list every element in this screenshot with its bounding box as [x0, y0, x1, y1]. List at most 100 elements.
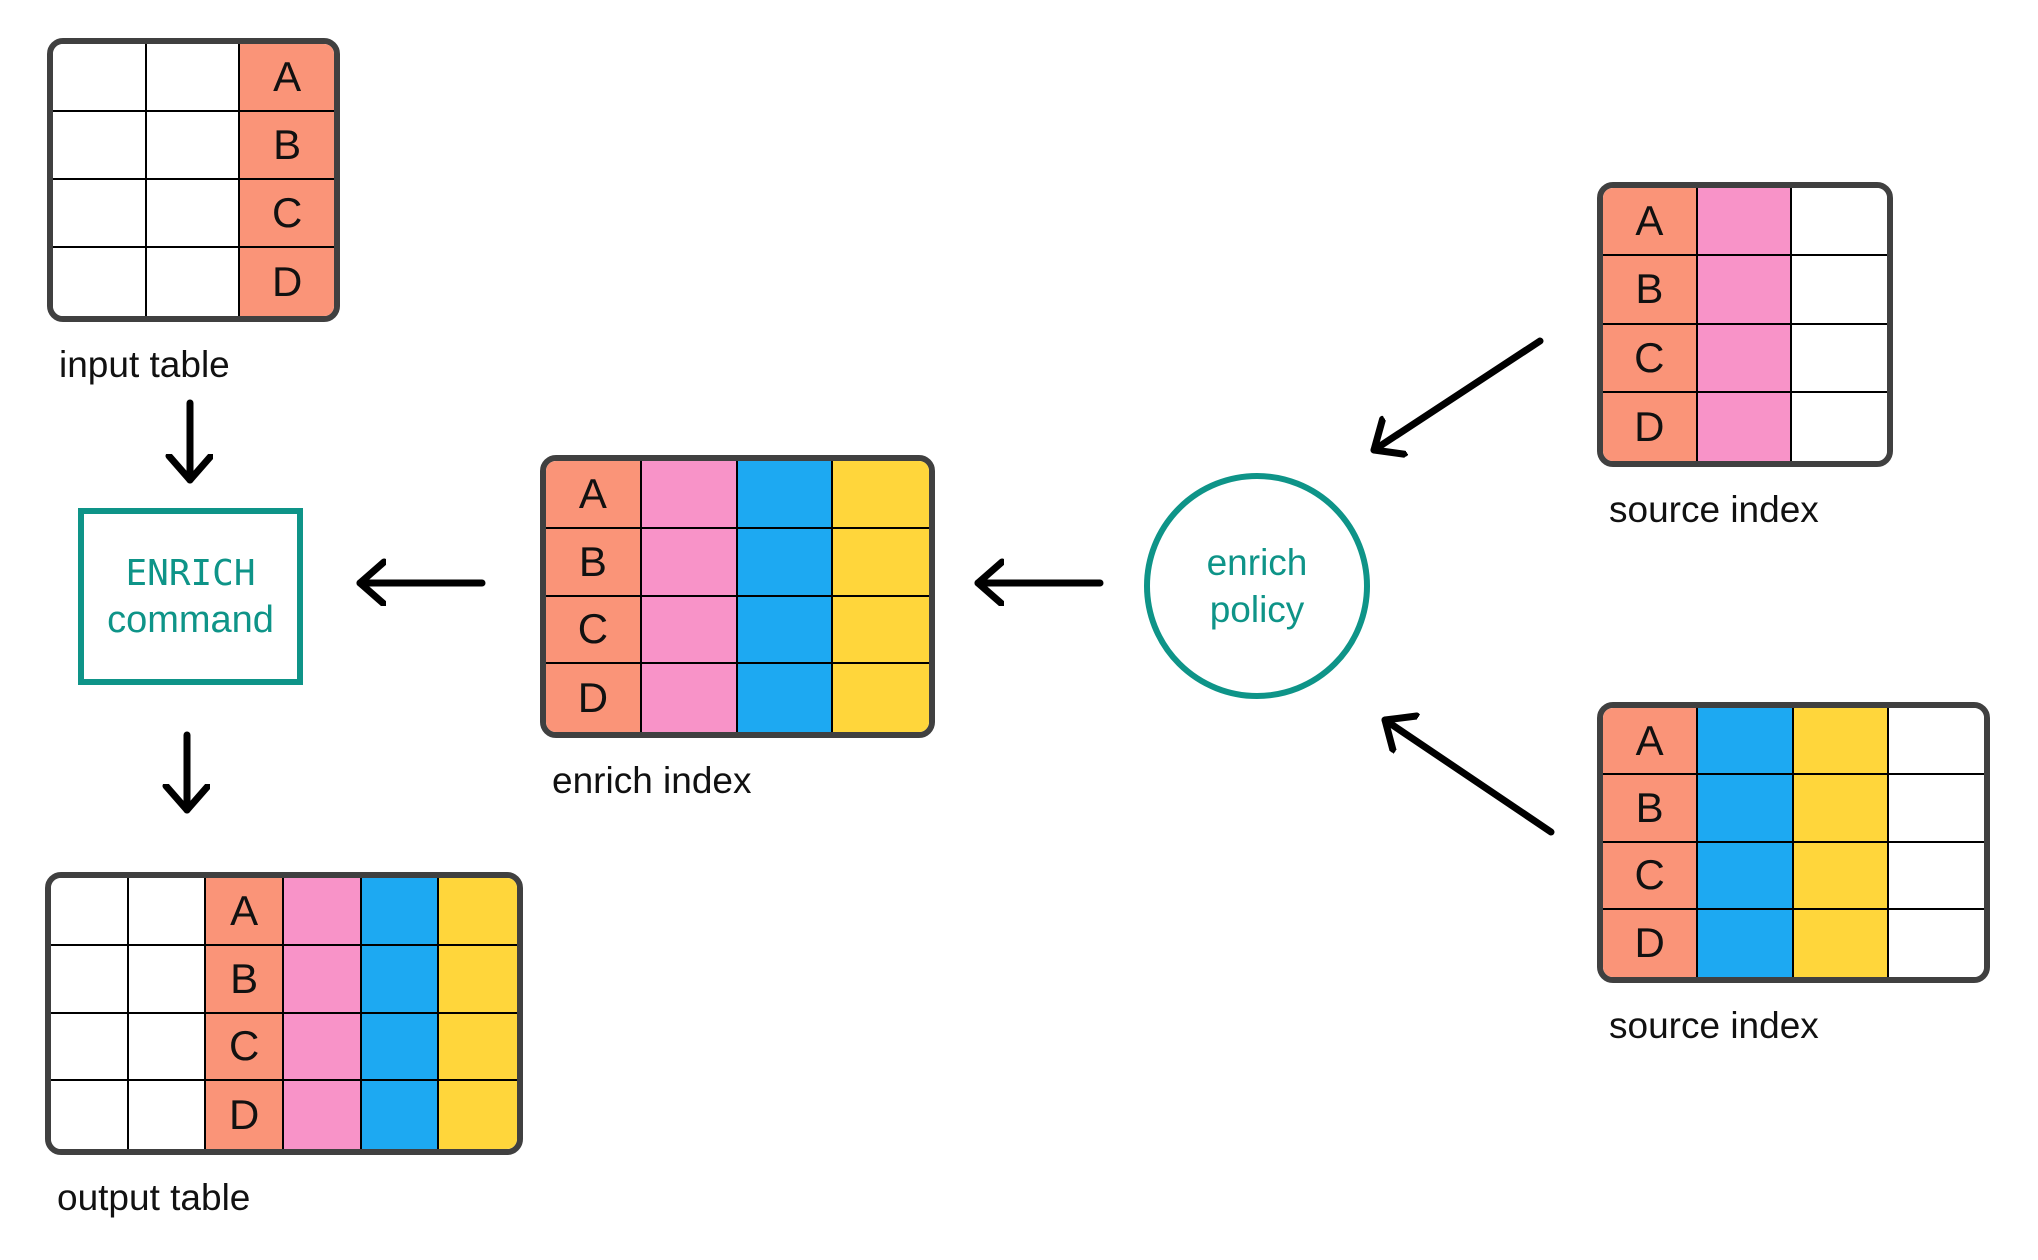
- table-cell: [1888, 909, 1984, 977]
- table-cell: [1697, 256, 1793, 325]
- table-cell: [439, 945, 517, 1014]
- key-cell: C: [546, 596, 642, 665]
- table-cell: [833, 528, 929, 597]
- arrow-source-top-to-enrich-policy: [1370, 337, 1544, 450]
- key-cell: D: [240, 248, 334, 316]
- input-table-label: input table: [59, 344, 230, 385]
- table-cell: [1888, 775, 1984, 843]
- enrich-command-word: command: [107, 598, 274, 641]
- enrich-command-keyword: ENRICH: [125, 552, 256, 594]
- arrow-source-bottom-to-enrich-policy: [1381, 720, 1555, 836]
- table-cell: [53, 44, 147, 112]
- table-cell: [1792, 188, 1887, 257]
- table-cell: [146, 112, 241, 180]
- key-cell: A: [1603, 188, 1698, 257]
- enrich-policy-line1: enrich: [1206, 542, 1308, 583]
- table-cell: [128, 945, 207, 1014]
- source-index-bottom-label: source index: [1609, 1005, 1819, 1046]
- table-cell: [1888, 708, 1984, 776]
- table-cell: [1793, 775, 1889, 843]
- table-cell: [833, 461, 929, 529]
- table-cell: [361, 878, 440, 946]
- output-table-label: output table: [57, 1177, 251, 1218]
- table-cell: [737, 528, 834, 597]
- key-cell: B: [546, 528, 642, 597]
- table-cell: [1698, 775, 1794, 843]
- table-cell: [51, 1081, 129, 1149]
- table-cell: [737, 596, 834, 665]
- table-cell: [641, 664, 738, 732]
- table-cell: [146, 44, 241, 112]
- table-cell: [128, 878, 207, 946]
- table-cell: [283, 1013, 362, 1082]
- table-cell: [361, 945, 440, 1014]
- enrich-policy-line2: policy: [1209, 589, 1305, 630]
- table-cell: [128, 1081, 207, 1149]
- key-cell: A: [240, 44, 334, 112]
- table-cell: [439, 1013, 517, 1082]
- table-cell: [641, 528, 738, 597]
- table-cell: [1793, 708, 1889, 776]
- table-cell: [1792, 324, 1887, 393]
- table-cell: [1698, 708, 1794, 776]
- enrich-command-node: ENRICH command: [78, 508, 303, 685]
- key-cell: B: [1603, 775, 1699, 843]
- table-cell: [833, 664, 929, 732]
- key-cell: C: [1603, 324, 1698, 393]
- table-cell: [737, 461, 834, 529]
- table-cell: [439, 878, 517, 946]
- table-cell: [1888, 842, 1984, 910]
- enrich-policy-node: enrich policy: [1144, 473, 1370, 699]
- key-cell: A: [1603, 708, 1699, 776]
- table-cell: [283, 1081, 362, 1149]
- table-cell: [641, 461, 738, 529]
- key-cell: C: [1603, 842, 1699, 910]
- key-cell: A: [206, 878, 284, 946]
- table-cell: [1698, 842, 1794, 910]
- table-cell: [1697, 392, 1793, 461]
- table-cell: [361, 1081, 440, 1149]
- table-cell: [1793, 842, 1889, 910]
- table-cell: [1792, 392, 1887, 461]
- key-cell: B: [206, 945, 284, 1014]
- table-cell: [641, 596, 738, 665]
- source-index-top-label: source index: [1609, 489, 1819, 530]
- key-cell: B: [240, 112, 334, 180]
- key-cell: C: [240, 180, 334, 248]
- table-cell: [283, 878, 362, 946]
- key-cell: A: [546, 461, 642, 529]
- table-cell: [1793, 909, 1889, 977]
- table-cell: [1697, 324, 1793, 393]
- key-cell: B: [1603, 256, 1698, 325]
- table-cell: [146, 248, 241, 316]
- enrich-index-label: enrich index: [552, 760, 752, 801]
- table-cell: [1698, 909, 1794, 977]
- key-cell: C: [206, 1013, 284, 1082]
- key-cell: D: [1603, 909, 1699, 977]
- key-cell: D: [546, 664, 642, 732]
- table-cell: [51, 878, 129, 946]
- table-cell: [1792, 256, 1887, 325]
- table-cell: [51, 945, 129, 1014]
- table-cell: [53, 248, 147, 316]
- table-cell: [439, 1081, 517, 1149]
- table-cell: [53, 112, 147, 180]
- table-cell: [51, 1013, 129, 1082]
- table-cell: [737, 664, 834, 732]
- table-cell: [146, 180, 241, 248]
- table-cell: [833, 596, 929, 665]
- table-cell: [361, 1013, 440, 1082]
- table-cell: [128, 1013, 207, 1082]
- table-cell: [53, 180, 147, 248]
